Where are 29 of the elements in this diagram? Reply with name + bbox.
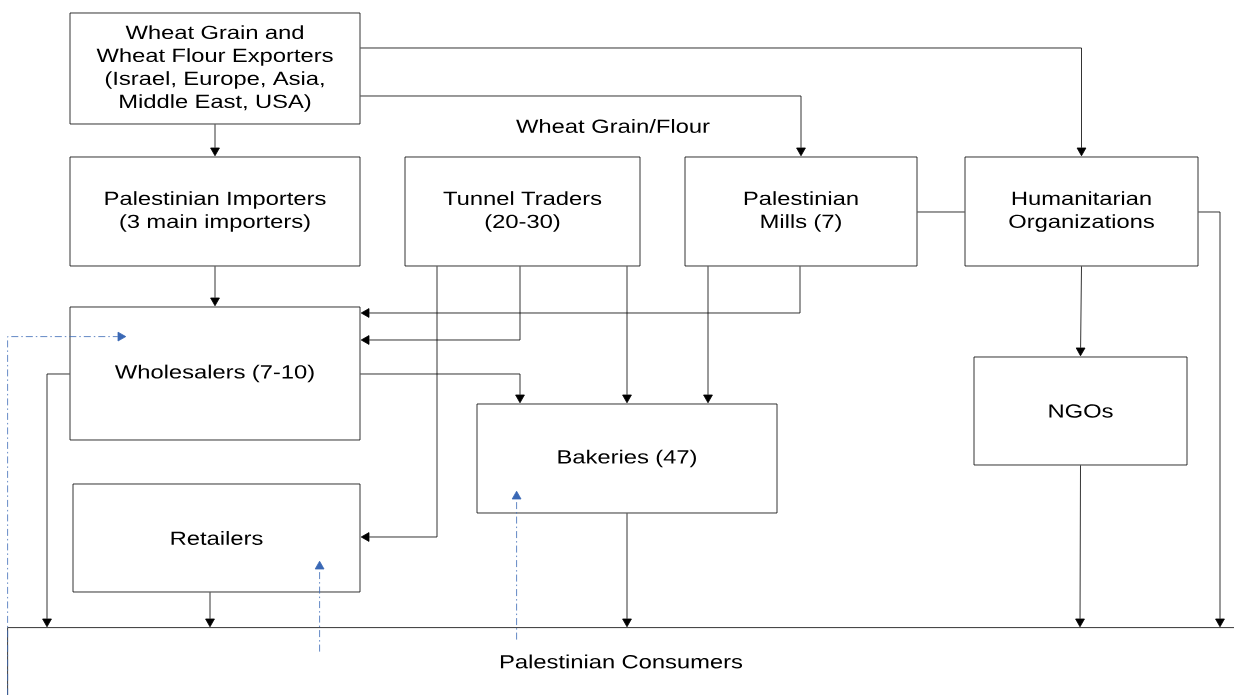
- arrow: [360, 47, 1087, 157]
- flow-label: Wheat Grain/Flour: [516, 119, 710, 133]
- process-box: Retailers: [72, 483, 361, 593]
- arrow: [360, 266, 801, 318]
- arrow: [360, 373, 525, 404]
- arrow: [622, 266, 632, 404]
- process-box: Wholesalers (7-10): [69, 306, 361, 441]
- arrow: [42, 373, 70, 628]
- process-box: Wheat Grain and Wheat Flour Exporters (Israel, Europe, Asia, Middle East, USA): [69, 12, 361, 125]
- process-box: Palestinian Mills (7): [684, 156, 918, 267]
- arrow: [1075, 465, 1085, 628]
- arrow: [511, 490, 522, 640]
- process-box: Tunnel Traders (20-30): [404, 156, 641, 267]
- arrow: [210, 124, 220, 157]
- process-box: NGOs: [973, 356, 1188, 466]
- arrow: [205, 592, 215, 628]
- arrow: [703, 266, 713, 404]
- arrow: [360, 95, 806, 157]
- process-box: Palestinian Importers (3 main importers): [69, 156, 361, 267]
- arrow: [1075, 266, 1086, 357]
- arrow: [360, 266, 521, 345]
- process-box: Bakeries (47): [476, 403, 778, 514]
- consumer-band: Palestinian Consumers: [7, 627, 1234, 695]
- arrow: [1198, 211, 1225, 628]
- arrow: [210, 266, 220, 307]
- arrow: [360, 266, 438, 542]
- arrow: [622, 513, 632, 628]
- process-box: Humanitarian Organizations: [964, 156, 1199, 267]
- arrow: [314, 560, 325, 652]
